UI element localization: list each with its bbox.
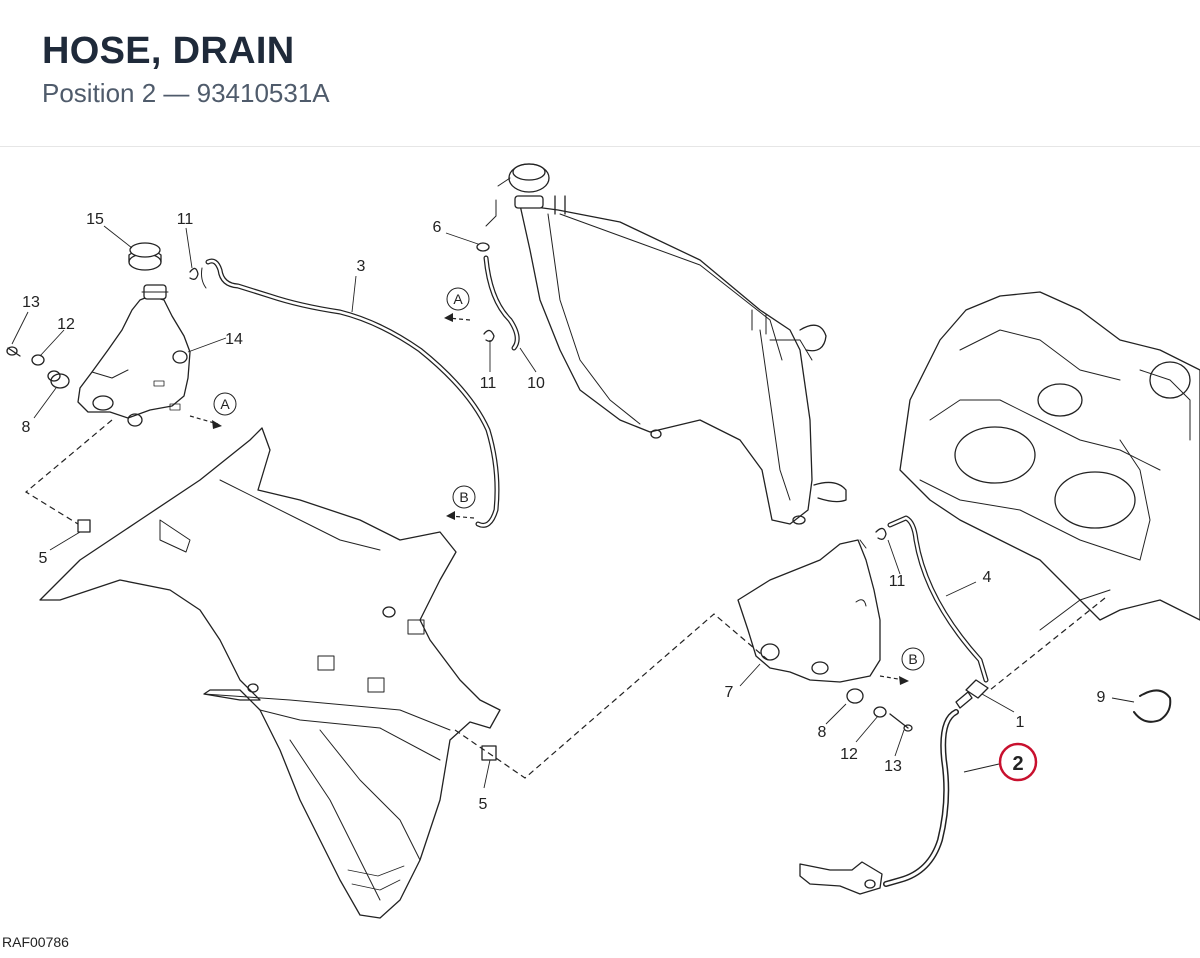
connector-a-left: A — [213, 392, 237, 416]
screw-washer-grommet-left — [6, 346, 70, 389]
callout-7: 7 — [725, 684, 734, 701]
clip-9 — [1133, 689, 1172, 723]
page-title: HOSE, DRAIN — [42, 30, 295, 72]
callout-10: 10 — [527, 375, 545, 392]
clamp-11-tank — [189, 267, 199, 280]
right-reservoir — [737, 539, 881, 683]
hose-4 — [887, 515, 989, 683]
callout-15: 15 — [86, 211, 104, 228]
mounting-bracket — [799, 861, 883, 895]
header: HOSE, DRAIN Position 2 — 93410531A — [0, 0, 1200, 147]
drawing-code: RAF00786 — [2, 934, 69, 950]
callout-4: 4 — [983, 569, 992, 586]
callout-11-tank: 11 — [177, 211, 194, 228]
callout-12-right: 12 — [840, 746, 858, 763]
hose-3 — [201, 258, 500, 528]
callout-2: 2 — [1012, 753, 1023, 775]
connector-b-hose: B — [452, 485, 476, 509]
connector-a-radiator: A — [446, 287, 470, 311]
connector-b-reservoir: B — [901, 647, 925, 671]
callout-12-left: 12 — [57, 316, 75, 333]
expansion-tank — [77, 284, 191, 427]
callout-1: 1 — [1016, 714, 1025, 731]
callout-11-radiator: 11 — [480, 375, 497, 392]
callout-5-bottom: 5 — [479, 796, 488, 813]
radiator-cap — [128, 242, 162, 271]
hose-10 — [476, 177, 520, 351]
callout-11-right: 11 — [889, 573, 906, 590]
screw-washer-grommet-right — [846, 688, 913, 732]
callout-13-left: 13 — [22, 294, 40, 311]
highlighted-callout-2[interactable]: 2 — [963, 742, 1038, 782]
diagram-canvas: A A B B 15 11 13 12 14 8 5 6 3 11 10 11 … — [6, 163, 1200, 919]
clip-5-left — [77, 519, 91, 533]
callout-8-right: 8 — [818, 724, 827, 741]
engine-block — [899, 291, 1200, 631]
connector-a-radiator-label: A — [453, 291, 463, 307]
connector-a-left-label: A — [220, 396, 230, 412]
highlight-ring — [998, 742, 1038, 782]
exploded-parts-diagram: A A B B 15 11 13 12 14 8 5 6 3 11 10 11 … — [0, 146, 1200, 953]
callout-8-left: 8 — [22, 419, 31, 436]
callout-9: 9 — [1097, 689, 1106, 706]
clamp-11-right — [875, 527, 887, 540]
clamp-11-radiator — [483, 329, 495, 342]
callout-5-left: 5 — [39, 550, 48, 567]
assembly-lines — [24, 419, 1106, 779]
callout-6: 6 — [433, 219, 442, 236]
part-position-subtitle: Position 2 — 93410531A — [42, 78, 330, 108]
callout-14: 14 — [225, 331, 243, 348]
fitting-1 — [955, 679, 989, 709]
drain-hose-2 — [883, 709, 959, 887]
callout-3: 3 — [357, 258, 366, 275]
callout-2-leader — [963, 763, 1000, 773]
radiator — [508, 163, 847, 525]
left-fairing — [39, 427, 501, 919]
connector-b-reservoir-label: B — [908, 651, 917, 667]
connector-b-hose-label: B — [459, 489, 468, 505]
connector-arrowheads — [212, 313, 909, 685]
callout-13-right: 13 — [884, 758, 902, 775]
leader-lines — [11, 225, 1135, 789]
